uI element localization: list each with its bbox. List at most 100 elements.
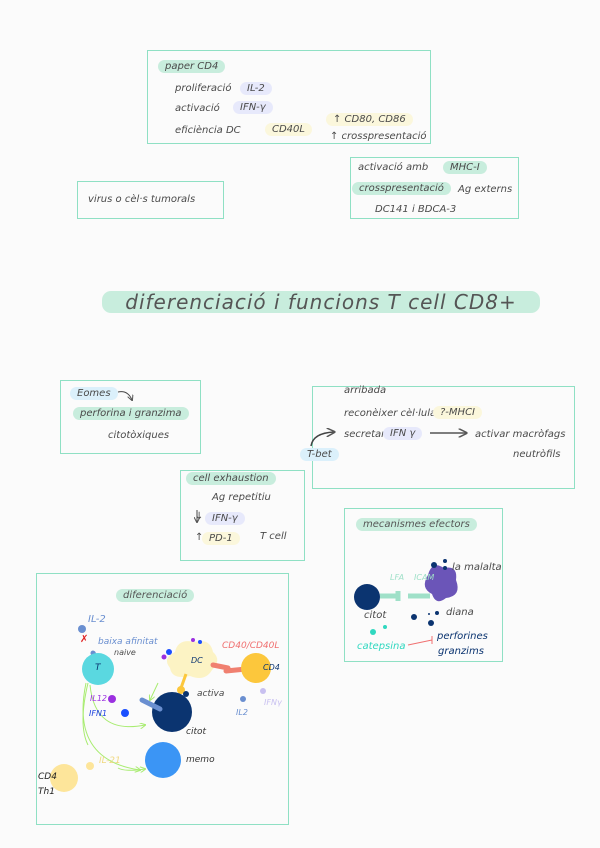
ifng-dot [260, 688, 266, 694]
pill-ifn: IFN γ [383, 427, 423, 440]
text: memo [186, 755, 215, 765]
text: IL2 [236, 708, 248, 717]
label-icam: ICAM [414, 573, 435, 582]
il2-dot [78, 625, 86, 633]
text: citot [186, 727, 207, 737]
x-icon: ✗ [80, 634, 89, 645]
pill-ifn: IFN-γ [233, 101, 273, 114]
box-tbet [312, 386, 575, 489]
label-differentiation: diferenciació [116, 589, 195, 602]
dc-cell [166, 641, 218, 678]
text: activació amb [358, 162, 429, 173]
box-exhaustion [180, 470, 305, 561]
pill-mhci: ?-MHCI [433, 406, 482, 419]
text: activació [175, 103, 220, 114]
text: eficiència DC [175, 125, 241, 136]
pill-perforina: perforina i granzima [73, 407, 189, 420]
text: IFNγ [264, 698, 282, 707]
t-naive-cell [82, 653, 114, 685]
box-cd4-role [147, 50, 431, 144]
text: ↓ [195, 511, 204, 522]
dc-dots [161, 638, 202, 660]
cd4-cell [241, 653, 271, 683]
text: catepsina [357, 641, 406, 652]
text: ↑ [195, 532, 204, 543]
text: ↑ crosspresentació [330, 131, 427, 142]
il2-dot [240, 696, 246, 702]
text: Ag externs [458, 184, 513, 195]
text: baixa afinitat [98, 637, 158, 647]
text: neutròfils [513, 449, 561, 460]
text: DC [191, 656, 203, 665]
label-effectors: mecanismes efectors [356, 518, 477, 531]
text: virus o cèl·s tumorals [88, 194, 196, 205]
label-lfa: LFA [390, 573, 405, 582]
citot-cell [354, 584, 380, 610]
label-cd4-role: paper CD4 [158, 60, 226, 73]
pill-cd40l: CD40L [265, 123, 312, 136]
dc-citot-link [179, 673, 188, 689]
pill-il2: IL-2 [240, 82, 272, 95]
pill-cd80: ↑ CD80, CD86 [326, 113, 413, 126]
pill-tbet: T-bet [300, 448, 339, 461]
text: activar macròfags [475, 429, 566, 440]
text: citotòxiques [108, 430, 170, 441]
text: perforines [437, 631, 488, 642]
box-differentiation [36, 573, 289, 825]
box-virus [77, 181, 224, 219]
cd4-th1-cell [50, 764, 78, 792]
text: IL12 [90, 694, 107, 703]
arrow [117, 391, 132, 400]
ifn1-dot [121, 709, 129, 717]
lfa-icam-bond [380, 591, 430, 601]
pill-exhaustion: cell exhaustion [186, 472, 276, 485]
arrow [89, 684, 145, 727]
text: diana [446, 607, 474, 618]
text: activa [197, 689, 225, 699]
pill-mhc: MHC-I [443, 161, 487, 174]
text: CD4 [263, 663, 280, 672]
text: citot [364, 610, 387, 621]
pill-ifn: IFN-γ [205, 512, 245, 525]
text: reconèixer cèl·lula [344, 408, 437, 419]
text: proliferació [175, 83, 232, 94]
box-dc [350, 157, 519, 219]
text: secretar [344, 429, 386, 440]
text: arribada [344, 385, 387, 396]
arrow [82, 682, 140, 770]
text: T [95, 663, 101, 673]
box-effectors [344, 508, 503, 662]
text: Th1 [38, 787, 55, 797]
box-eomes [60, 380, 201, 454]
arrow [82, 682, 89, 746]
text: T cell [260, 531, 287, 542]
arrow [150, 682, 159, 700]
catepsina-dots [370, 625, 387, 635]
pill-cross: crosspresentació [352, 182, 451, 195]
target-cell [424, 565, 458, 602]
citot-cell [152, 692, 192, 732]
text: IL-2 [88, 614, 106, 625]
il12-dot [108, 695, 116, 703]
text: la malalta [452, 562, 502, 573]
arrow [117, 768, 145, 770]
memo-cell [145, 742, 181, 778]
granule-dots [411, 559, 447, 626]
text: CD40/CD40L [222, 641, 280, 651]
text: IL-21 [99, 756, 121, 766]
text: granzims [438, 646, 484, 657]
page-title: diferenciació i funcions T cell CD8+ [102, 291, 540, 313]
text: DC141 i BDCA-3 [375, 204, 457, 215]
pill-pd1: PD-1 [202, 532, 240, 545]
text: IFN1 [89, 709, 108, 718]
link-line [407, 636, 433, 646]
tcr [139, 697, 163, 712]
il21-dot [86, 762, 94, 770]
arrow [310, 432, 334, 447]
text: naive [114, 648, 136, 657]
pill-eomes: Eomes [70, 387, 118, 400]
text: CD4 [38, 772, 57, 782]
text: Ag repetitiu [212, 492, 271, 503]
